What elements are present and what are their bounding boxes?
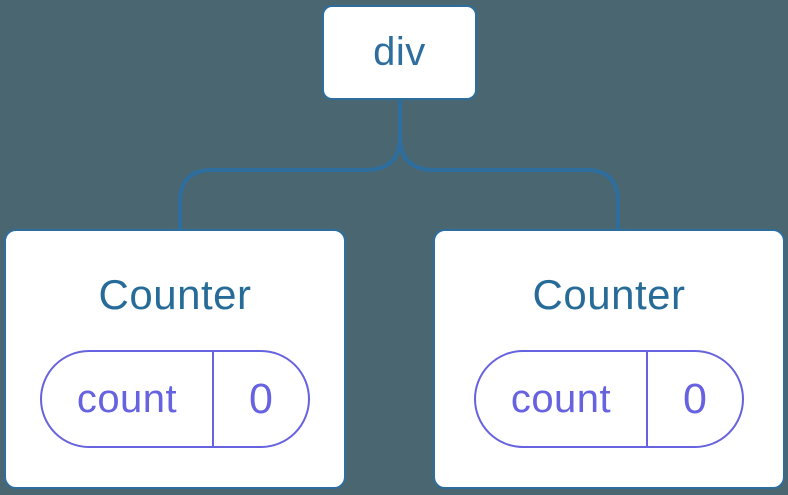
component-title: Counter (532, 271, 686, 318)
connector-right-branch (398, 135, 620, 229)
connector-left-branch (178, 100, 402, 229)
state-value-cell: 0 (214, 352, 308, 446)
state-key-label: count (76, 376, 178, 421)
root-node-div: div (322, 5, 477, 100)
state-value-label: 0 (683, 374, 707, 423)
state-key-cell: count (42, 352, 214, 446)
state-key-label: count (510, 376, 612, 421)
state-value-label: 0 (249, 374, 273, 423)
state-key-cell: count (476, 352, 648, 446)
counter-node-left: Counter count 0 (4, 229, 346, 489)
component-title: Counter (98, 271, 252, 318)
root-node-label: div (373, 30, 426, 74)
state-pill: count 0 (474, 350, 744, 448)
state-value-cell: 0 (648, 352, 742, 446)
state-pill: count 0 (40, 350, 310, 448)
counter-node-right: Counter count 0 (433, 229, 785, 489)
